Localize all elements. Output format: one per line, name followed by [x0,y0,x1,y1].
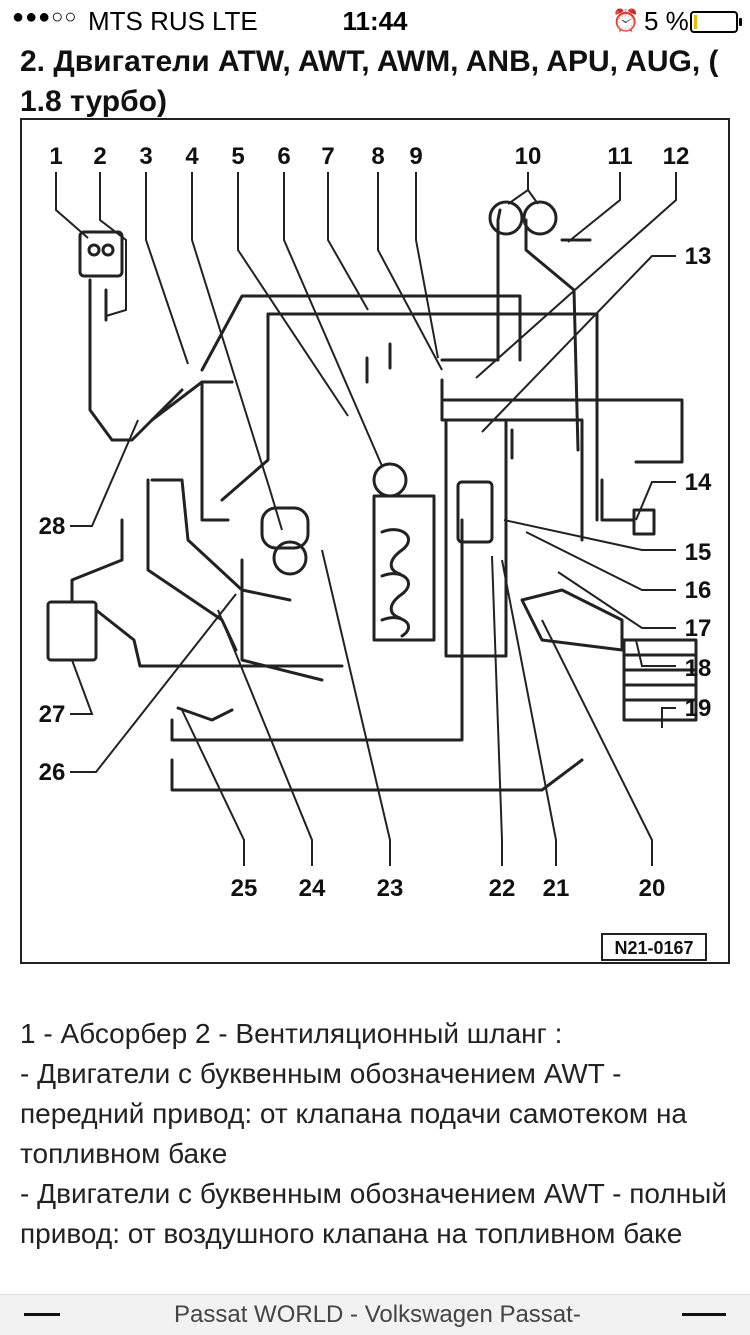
callout-label-8: 8 [371,143,384,170]
callout-label-23: 23 [377,875,404,902]
callout-label-7: 7 [321,143,334,170]
diagram-drawing: 1234567891011121314151617181920212223242… [39,143,712,961]
callout-label-1: 1 [49,143,62,170]
clock: 11:44 [342,6,408,36]
callout-label-20: 20 [639,875,666,902]
description-line: - Двигатели с буквенным обозначением AWT… [20,1058,687,1169]
callout-label-28: 28 [39,513,66,540]
menu-handle-icon[interactable] [682,1313,726,1316]
callout-label-27: 27 [39,701,66,728]
signal-strength-icon: ●●●○○ [12,6,78,28]
browser-bottom-bar: Passat WORLD - Volkswagen Passat- [0,1294,750,1335]
callout-label-2: 2 [93,143,106,170]
callout-label-15: 15 [685,539,712,566]
callout-label-12: 12 [663,143,690,170]
callout-label-5: 5 [231,143,244,170]
network-type: LTE [212,6,258,36]
description-line: - Двигатели с буквенным обозначением AWT… [20,1178,727,1249]
callout-label-22: 22 [489,875,516,902]
article-title: 2. Двигатели ATW, AWT, AWM, ANB, APU, AU… [20,45,719,118]
carrier-name: MTS RUS [88,6,205,36]
callout-label-18: 18 [685,655,712,682]
callout-label-19: 19 [685,695,712,722]
battery-level [694,15,697,29]
callout-label-9: 9 [409,143,422,170]
diagram-description: 1 - Абсорбер 2 - Вентиляционный шланг : … [20,1014,732,1254]
callout-label-3: 3 [139,143,152,170]
site-title[interactable]: Passat WORLD - Volkswagen Passat- [174,1301,581,1328]
alarm-icon: ⏰ [612,8,640,33]
battery-percent: 5 % [644,6,689,36]
callout-label-16: 16 [685,577,712,604]
callout-label-10: 10 [515,143,542,170]
callout-label-4: 4 [185,143,199,170]
callout-label-6: 6 [277,143,290,170]
callout-label-24: 24 [299,875,326,902]
callout-label-21: 21 [543,875,570,902]
callout-label-25: 25 [231,875,258,902]
callout-label-11: 11 [607,143,632,170]
description-line: 1 - Абсорбер 2 - Вентиляционный шланг : [20,1018,563,1049]
battery-icon [690,11,742,33]
figure-code: N21-0167 [614,938,693,958]
callout-label-14: 14 [685,469,712,496]
status-bar: ●●●○○ MTS RUS LTE 11:44 ⏰ 5 % [0,0,750,40]
callout-label-26: 26 [39,759,66,786]
figure-code-box [601,933,707,961]
callout-label-17: 17 [685,615,712,642]
back-handle-icon[interactable] [24,1313,60,1316]
callout-label-13: 13 [685,243,712,270]
